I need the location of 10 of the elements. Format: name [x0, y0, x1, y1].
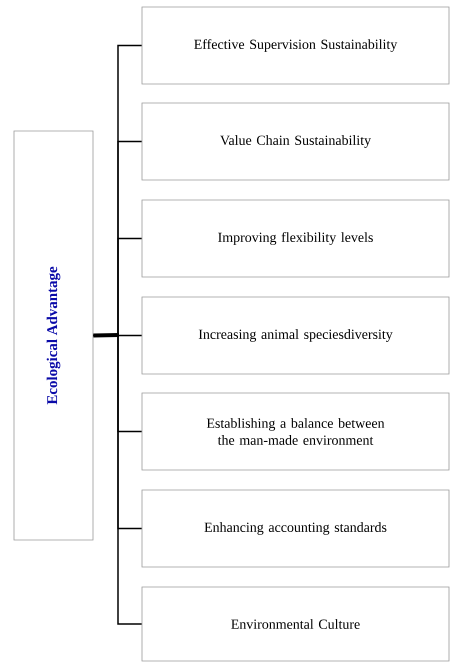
- item-box: Enhancing accounting standards: [142, 490, 450, 568]
- item-box: Environmental Culture: [142, 586, 450, 662]
- item-box: Improving flexibility levels: [142, 200, 450, 278]
- item-box: Establishing a balance between the man-made environment: [142, 392, 450, 470]
- connector-stub: [93, 333, 120, 338]
- item-box: Value Chain Sustainability: [142, 102, 450, 180]
- connector: [93, 334, 142, 625]
- category-box: Ecological Advantage: [14, 130, 94, 540]
- item-box: Effective Supervision Sustainability: [142, 6, 450, 84]
- item-box: Increasing animal speciesdiversity: [142, 296, 450, 374]
